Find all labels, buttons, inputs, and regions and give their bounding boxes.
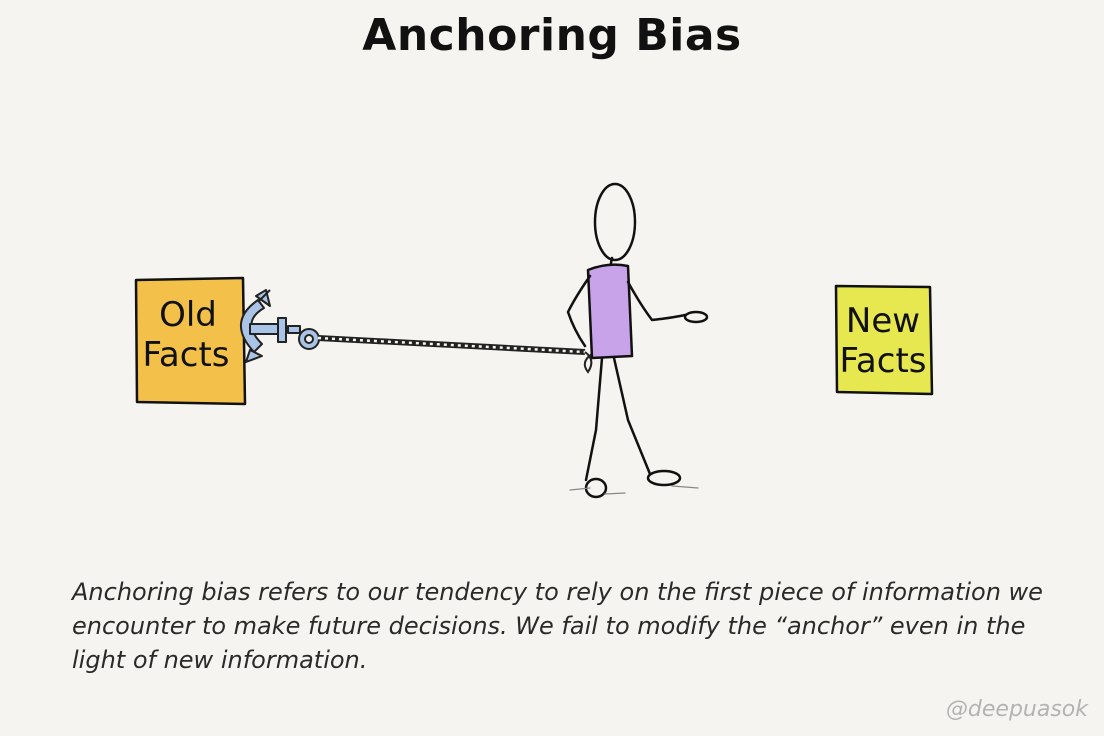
anchoring-illustration: Old Facts [134, 182, 934, 499]
author-credit: @deepuasok [945, 697, 1088, 722]
old-facts-label-line2: Facts [142, 335, 229, 375]
stick-figure [566, 182, 709, 499]
page-title: Anchoring Bias [362, 10, 742, 61]
new-facts-label-line2: Facts [839, 341, 926, 381]
old-facts-label-line1: Old [159, 295, 217, 335]
definition-caption: Anchoring bias refers to our tendency to… [72, 578, 1043, 674]
new-facts-label-line1: New [846, 301, 920, 341]
anchor-rope [317, 335, 593, 374]
old-facts-box: Old Facts [134, 276, 247, 406]
anchor-icon [239, 289, 320, 363]
new-facts-box: New Facts [834, 284, 934, 396]
